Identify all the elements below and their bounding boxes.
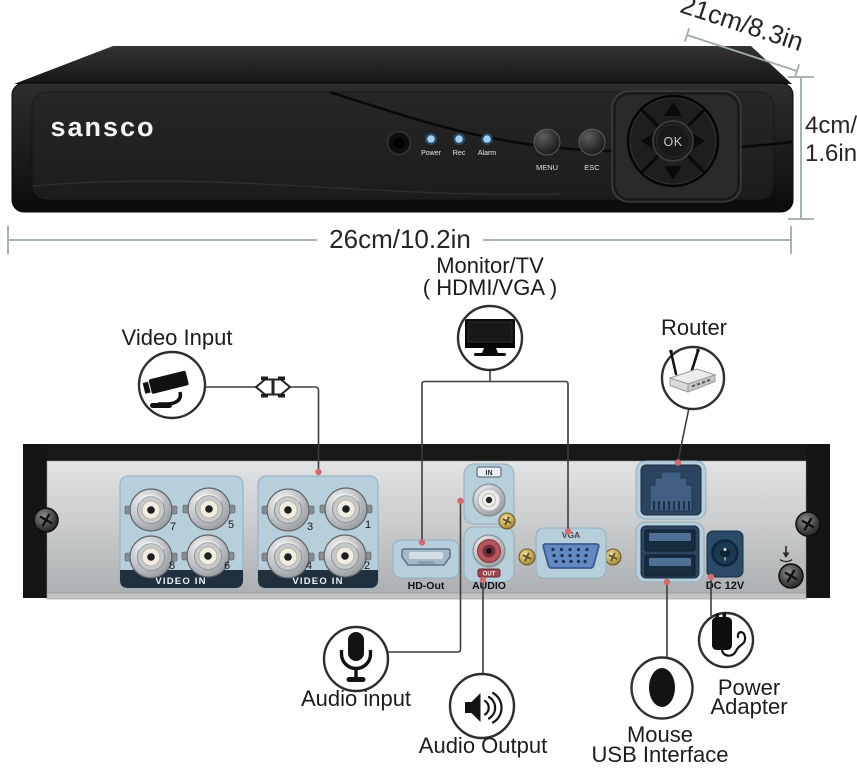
esc-button-label: ESC xyxy=(584,163,600,172)
dpad-up-icon[interactable] xyxy=(664,102,682,116)
dpad-down-icon[interactable] xyxy=(664,166,682,180)
ethernet-port xyxy=(635,460,707,520)
power-adapter-label-line2: Adapter xyxy=(710,694,788,719)
led-power-label: Power xyxy=(421,150,442,157)
dvr-front-chassis xyxy=(11,46,794,213)
audio-out-port: OUT AUDIO xyxy=(463,526,515,592)
usb-ports xyxy=(635,521,705,583)
panel-screw-icon xyxy=(518,548,536,566)
monitor-label-line1: Monitor/TV xyxy=(436,253,544,278)
bnc-port-5-icon xyxy=(182,487,236,531)
power-adapter-callout xyxy=(697,611,755,669)
dc-label: DC 12V xyxy=(706,580,745,592)
menu-button[interactable]: MENU xyxy=(533,128,561,172)
bnc-number: 5 xyxy=(228,519,234,531)
video-input-label: Video Input xyxy=(121,325,233,350)
brand-logo: sansco xyxy=(50,112,155,142)
cctv-camera-callout xyxy=(137,350,207,420)
cctv-camera-icon xyxy=(142,370,189,408)
microphone-icon xyxy=(339,632,373,682)
callout-leader-lines xyxy=(205,370,712,674)
audio-out-badge: OUT xyxy=(483,572,496,578)
dimension-width: 26cm/10.2in xyxy=(317,224,483,254)
audio-output-label: Audio Output xyxy=(418,733,548,758)
vga-label: VGA xyxy=(562,530,580,540)
bnc-coupler-icon xyxy=(254,376,292,398)
audio-in-badge: IN xyxy=(486,470,493,477)
mouse-label-line2: USB Interface xyxy=(591,742,729,767)
dimension-height-line1: 4cm/ xyxy=(805,112,857,139)
dimension-lines xyxy=(7,28,814,254)
leader-endpoints xyxy=(315,459,715,586)
video-in-left-label: VIDEO IN xyxy=(155,576,206,587)
esc-button[interactable]: ESC xyxy=(578,128,606,172)
bnc-port-8-icon xyxy=(124,535,178,579)
video-in-right-label: VIDEO IN xyxy=(292,576,343,587)
menu-button-label: MENU xyxy=(536,163,558,172)
bnc-port-6-icon xyxy=(181,534,235,578)
bnc-number: 2 xyxy=(364,560,370,572)
dpad-panel xyxy=(611,90,742,203)
vga-pins xyxy=(551,547,589,564)
ir-sensor-icon xyxy=(386,130,412,156)
video-in-panel-right: VIDEO IN 3 1 4 2 xyxy=(257,475,379,589)
dimension-depth: 21cm/8.3in xyxy=(676,0,808,57)
bnc-port-7-icon xyxy=(124,488,178,532)
audio-input-callout xyxy=(322,625,390,693)
hdmi-label: HD-Out xyxy=(408,580,445,592)
audio-output-callout xyxy=(448,672,516,740)
hdmi-port: HD-Out xyxy=(392,539,460,592)
ok-button-label: OK xyxy=(663,135,682,149)
audio-in-port: IN xyxy=(463,463,515,525)
bnc-number: 6 xyxy=(224,560,230,572)
dpad-right-icon[interactable] xyxy=(691,132,705,150)
led-rec-label: Rec xyxy=(453,150,466,157)
power-adapter-label-line1: Power xyxy=(717,675,781,700)
bnc-number: 3 xyxy=(307,521,313,533)
bnc-port-3-icon xyxy=(261,488,315,532)
bnc-port-2-icon xyxy=(318,534,372,578)
router-label: Router xyxy=(660,315,728,340)
panel-screw-icon xyxy=(604,548,622,566)
chassis-screw-icon xyxy=(777,562,805,590)
dc-power-jack: DC 12V xyxy=(706,530,745,592)
ok-button[interactable] xyxy=(652,120,694,162)
ground-symbol-icon xyxy=(779,546,793,563)
panel-screw-icon xyxy=(498,512,516,530)
monitor-icon xyxy=(465,319,515,356)
video-in-panel-left: VIDEO IN 7 5 8 6 xyxy=(119,475,244,589)
bnc-port-4-icon xyxy=(261,535,315,579)
status-leds: Power Rec Alarm xyxy=(421,133,496,157)
bnc-port-1-icon xyxy=(319,487,373,531)
chassis-screw-icon xyxy=(32,506,60,534)
dpad[interactable]: OK xyxy=(626,94,720,188)
mouse-icon xyxy=(649,668,675,707)
monitor-callout xyxy=(456,304,524,372)
rear-chassis xyxy=(23,444,830,600)
router-callout xyxy=(660,345,726,411)
bnc-number: 1 xyxy=(365,519,371,531)
dimension-height: 4cm/ 1.6in xyxy=(805,112,857,168)
led-alarm-label: Alarm xyxy=(478,150,496,157)
bnc-number: 4 xyxy=(306,560,312,572)
monitor-label-line2: ( HDMI/VGA ) xyxy=(422,275,558,300)
mouse-label-line1: Mouse xyxy=(626,722,694,747)
speaker-icon xyxy=(465,691,503,724)
dpad-left-icon[interactable] xyxy=(641,132,655,150)
chassis-screw-icon xyxy=(794,510,822,538)
dimension-height-line2: 1.6in xyxy=(805,140,857,167)
bnc-number: 7 xyxy=(170,521,176,533)
bnc-number: 8 xyxy=(169,560,175,572)
audio-input-label: Audio input xyxy=(300,686,412,711)
vga-port: VGA xyxy=(535,527,607,579)
audio-label: AUDIO xyxy=(472,580,506,592)
mouse-callout xyxy=(630,656,694,720)
router-icon xyxy=(668,348,717,393)
power-adapter-icon xyxy=(712,613,747,657)
